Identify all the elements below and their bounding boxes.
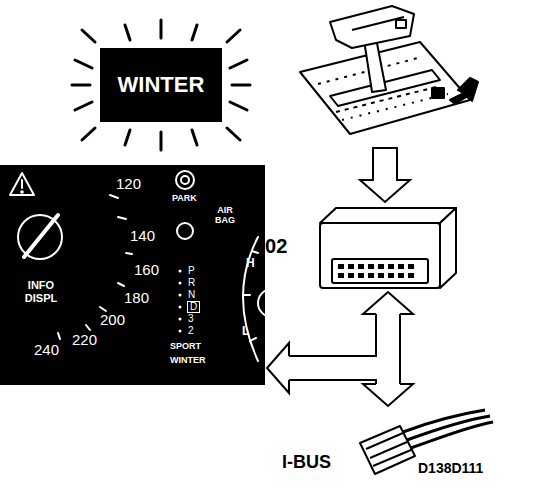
indicator-lamp: WINTER [100, 48, 222, 122]
node-text: PARK [172, 193, 197, 203]
node-text: 3 [188, 313, 194, 325]
node-text: 200 [100, 311, 125, 328]
node-text: 220 [72, 331, 97, 348]
node-text: WINTER [100, 48, 222, 122]
node-text: 120 [116, 175, 141, 192]
node-text: 2 [188, 325, 194, 337]
instrument-panel: 120 140 160 180 200220 240 INFO DISPL PARK AIR B… [0, 165, 265, 385]
control-unit-box: 502 [318, 205, 458, 290]
node-text: D [187, 301, 200, 313]
arrow-head [363, 292, 413, 314]
node-text: R [188, 277, 195, 289]
node-text: 240 [34, 341, 59, 358]
hollow-arrow-fill [289, 314, 388, 368]
node-text: H [246, 257, 255, 271]
hollow-arrow-outline [289, 314, 388, 368]
node-text: P [188, 265, 195, 277]
node-text: 160 [134, 261, 159, 278]
arrow-head [267, 343, 289, 393]
control-unit [318, 205, 458, 290]
arrow-head [363, 384, 413, 406]
node-text: WINTER [170, 355, 206, 365]
figure-code: D138D111 [418, 460, 483, 476]
node-text: I-BUS [282, 452, 331, 473]
node-text: SPORT [170, 341, 201, 351]
signal-arrow [360, 148, 410, 202]
node-text: L [242, 325, 249, 339]
gear-selector [300, 6, 478, 134]
glow-rays [72, 20, 250, 150]
node-text: AIR BAG [208, 205, 242, 226]
node-text: INFO DISPL [16, 279, 66, 304]
node-text: 180 [124, 289, 149, 306]
node-text: N [188, 289, 195, 301]
node-text: 140 [130, 227, 155, 244]
